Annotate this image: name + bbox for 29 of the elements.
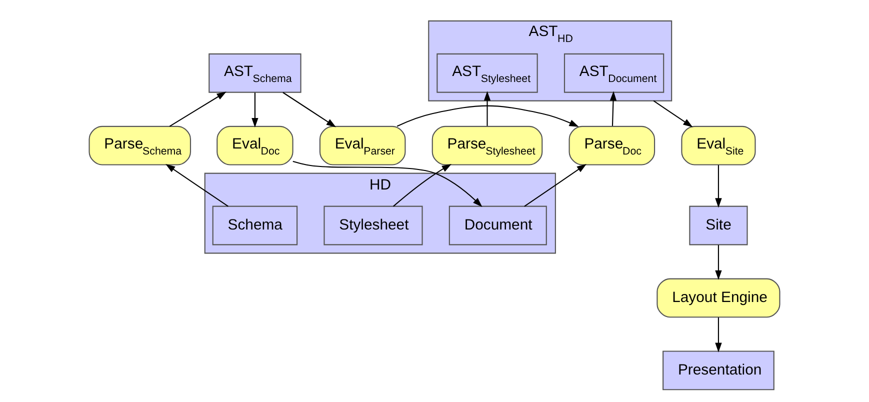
node-box: Eval$_{Doc}$ — [216, 126, 294, 166]
arrow — [610, 91, 617, 126]
arrow — [396, 105, 579, 127]
arrow — [252, 92, 258, 128]
node-box: Stylesheet — [324, 206, 423, 246]
node-box: AST$_{Schema}$ — [208, 53, 302, 93]
arrow — [715, 318, 722, 352]
arrow — [715, 165, 722, 208]
node-box: Parse$_{Doc}$ — [568, 126, 656, 166]
node-box: Site — [689, 206, 748, 246]
arrow — [715, 245, 722, 280]
node-box: Presentation — [662, 350, 774, 390]
arrow — [393, 164, 452, 207]
node-box: AST$_{Stylesheet}$ — [436, 53, 538, 93]
node-box: AST$_{Document}$ — [564, 53, 664, 93]
arrow — [484, 91, 491, 126]
node-box: Schema — [212, 206, 298, 246]
node-box: Parse$_{Stylesheet}$ — [432, 126, 543, 166]
node-box: Document — [448, 206, 547, 246]
node-box: Parse$_{Schema}$ — [88, 126, 192, 166]
node-box: Eval$_{Parser}$ — [319, 126, 406, 166]
node-box: Layout Engine — [656, 278, 780, 318]
arrow — [169, 92, 226, 127]
arrow — [524, 164, 587, 207]
node-box: Eval$_{Site}$ — [681, 126, 756, 166]
arrow — [282, 92, 336, 128]
arrow — [292, 160, 482, 207]
arrow — [166, 164, 228, 207]
arrow — [653, 100, 693, 128]
